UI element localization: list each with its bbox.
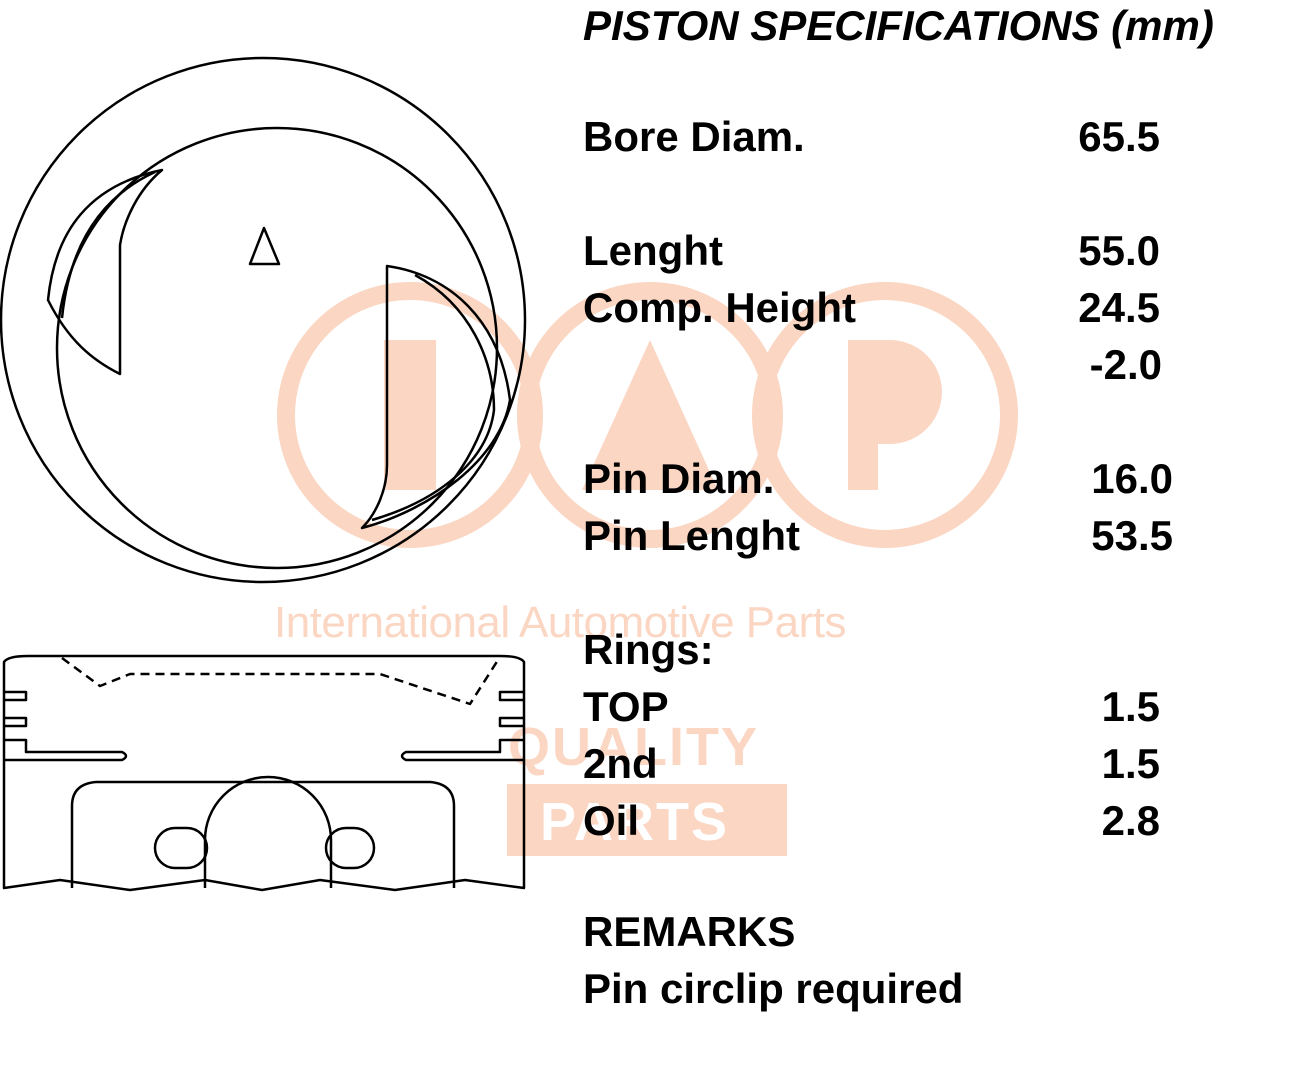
spec-title: PISTON SPECIFICATIONS (mm) bbox=[583, 2, 1214, 49]
ring-top-value: 1.5 bbox=[1101, 683, 1160, 730]
ring-2nd-value: 1.5 bbox=[1101, 740, 1160, 787]
length-value: 55.0 bbox=[1078, 227, 1160, 274]
bore-diam-value: 65.5 bbox=[1078, 113, 1160, 160]
valve-pocket-left bbox=[46, 168, 164, 376]
ring-top-label: TOP bbox=[583, 683, 669, 730]
piston-top-outer-circle bbox=[0, 56, 527, 584]
direction-arrow-icon bbox=[248, 226, 281, 266]
valve-pocket-left-inner bbox=[60, 170, 156, 319]
pin-slot-right bbox=[324, 826, 376, 870]
watermark-parts: PARTS bbox=[540, 792, 730, 852]
watermark-letter-a bbox=[582, 340, 718, 490]
rings-heading: Rings: bbox=[583, 626, 714, 673]
pin-diam-value: 16.0 bbox=[1091, 455, 1173, 502]
remarks-heading: REMARKS bbox=[583, 908, 796, 955]
piston-side-outline bbox=[2, 654, 526, 892]
piston-skirt-window bbox=[70, 780, 456, 888]
ring-2nd-label: 2nd bbox=[583, 740, 658, 787]
length-label: Lenght bbox=[583, 227, 723, 274]
watermark-circle-a bbox=[517, 282, 783, 548]
watermark-letter-p bbox=[848, 340, 942, 490]
pin-boss bbox=[203, 775, 333, 888]
bore-diam-label: Bore Diam. bbox=[583, 113, 805, 160]
ring-grooves-right bbox=[400, 690, 524, 762]
piston-crown-dashed bbox=[61, 656, 500, 706]
valve-pocket-right-inner bbox=[371, 273, 496, 522]
watermark-letter-i bbox=[384, 340, 436, 490]
ring-grooves-left bbox=[4, 690, 128, 762]
ring-oil-value: 2.8 bbox=[1101, 797, 1160, 844]
pin-length-value: 53.5 bbox=[1091, 512, 1173, 559]
watermark-quality: QUALITY bbox=[508, 717, 759, 777]
pin-slot-left bbox=[153, 826, 209, 870]
watermark-company-name: International Automotive Parts bbox=[274, 598, 847, 647]
ring-oil-label: Oil bbox=[583, 797, 640, 844]
pin-length-label: Pin Lenght bbox=[583, 512, 800, 559]
valve-pocket-right bbox=[360, 264, 512, 530]
comp-offset-value: -2.0 bbox=[1089, 341, 1162, 388]
pin-diam-label: Pin Diam. bbox=[583, 455, 775, 502]
comp-height-value: 24.5 bbox=[1078, 284, 1160, 331]
piston-top-inner-circle bbox=[55, 126, 499, 570]
remarks-text: Pin circlip required bbox=[583, 965, 964, 1012]
watermark-parts-box bbox=[507, 784, 787, 856]
watermark-circle-p bbox=[752, 282, 1018, 548]
comp-height-label: Comp. Height bbox=[583, 284, 856, 331]
